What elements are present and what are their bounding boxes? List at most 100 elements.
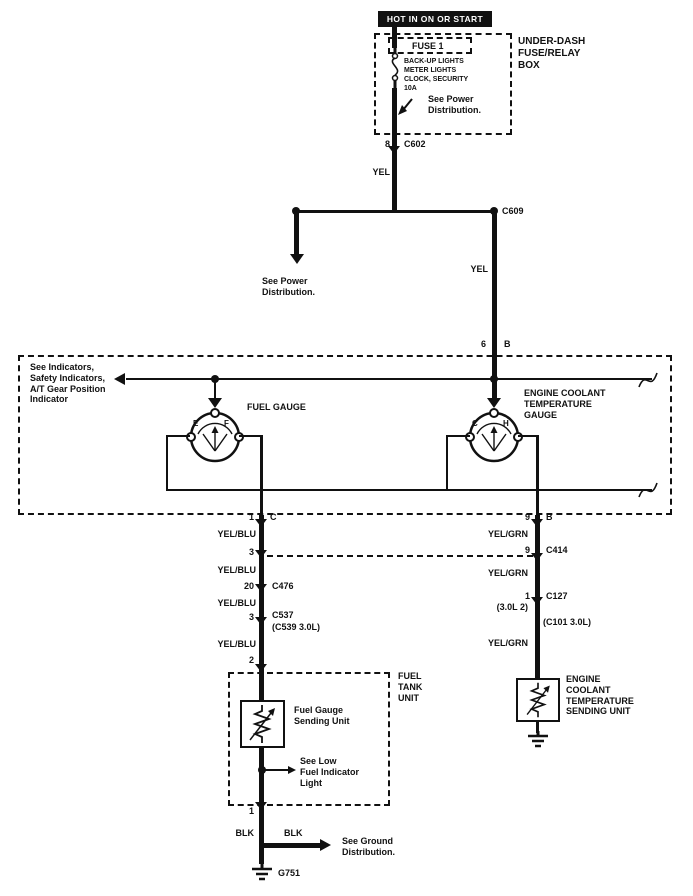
connector-icon <box>255 584 267 592</box>
fuel-gauge-f-label: F <box>224 419 229 428</box>
connector-icon <box>255 519 267 527</box>
pin-6-label: 6 <box>480 339 486 349</box>
fuel-gauge-title: FUEL GAUGE <box>247 402 306 412</box>
connector-c127-label: C127 <box>546 591 568 601</box>
connector-icon <box>255 550 267 558</box>
connector-c414-label: C414 <box>546 545 568 555</box>
hot-banner-label: HOT IN ON OR START <box>386 14 484 24</box>
coolant-30l-note: (3.0L 2) <box>496 602 528 612</box>
fuel-gauge-e-label: E <box>193 419 199 428</box>
tank-pin-1-label: 1 <box>248 806 254 816</box>
wire-color-yelblu-label: YEL/BLU <box>217 598 256 608</box>
wire-color-yelgrn-label: YEL/GRN <box>487 638 528 648</box>
fuse-name-label: FUSE 1 <box>412 41 444 51</box>
wire-color-yelblu-label: YEL/BLU <box>217 639 256 649</box>
connector-c539-note: (C539 3.0L) <box>272 622 321 632</box>
ground-icon <box>252 862 272 881</box>
cluster-feed-bus <box>126 378 652 380</box>
fuel-pin-c-label: C <box>270 512 277 522</box>
coolant-ground-stub <box>536 722 539 733</box>
coolant-gauge-output-drop <box>536 435 539 515</box>
fuel-gauge-left-drop <box>166 435 168 491</box>
connector-c537-label: C537 <box>272 610 294 620</box>
connector-c602-label: C602 <box>404 139 426 149</box>
wire-c609-to-gauges <box>492 210 497 402</box>
fuel-gauge-left-stub <box>166 435 190 437</box>
wire-color-blk-label: BLK <box>235 828 255 838</box>
coolant-pin-b-label: B <box>546 512 553 522</box>
wire-color-yel-label: YEL <box>470 264 488 274</box>
arrow-down-icon <box>487 398 501 408</box>
instrument-cluster-outline <box>18 355 672 515</box>
variable-resistor-icon <box>249 705 275 743</box>
connector-icon <box>531 519 543 527</box>
low-fuel-stub <box>262 769 288 771</box>
connector-icon <box>531 553 543 561</box>
wire-c609-bus <box>296 210 496 213</box>
wire-color-yelgrn-label: YEL/GRN <box>487 568 528 578</box>
fuel-sending-unit-label: Fuel Gauge Sending Unit <box>294 705 350 726</box>
coolant-pin-1-label: 1 <box>524 591 530 601</box>
wire-bus-to-fuel-gauge <box>214 379 216 401</box>
wire-color-yel-label: YEL <box>372 167 390 177</box>
wire-into-tank-unit <box>259 672 264 700</box>
connector-icon <box>388 146 400 154</box>
coolant-gauge-left-stub <box>446 435 470 437</box>
junction-dot <box>211 375 219 383</box>
connector-icon <box>531 597 543 605</box>
ground-icon <box>528 731 548 748</box>
connector-c101-note: (C101 3.0L) <box>543 617 592 627</box>
arrow-down-icon <box>208 398 222 408</box>
see-low-fuel-note: See Low Fuel Indicator Light <box>300 756 360 788</box>
connector-c609-label: C609 <box>502 206 524 216</box>
gauge-return-bus <box>166 489 652 491</box>
fuel-gauge-icon <box>186 408 244 463</box>
hot-in-on-start-banner: HOT IN ON OR START <box>378 11 492 27</box>
coolant-pin-9-c414-label: 9 <box>524 545 530 555</box>
fuel-pin-3-c414-label: 3 <box>248 547 254 557</box>
coolant-gauge-c-label: C <box>472 419 478 428</box>
coolant-sending-unit-label: ENGINE COOLANT TEMPERATURE SENDING UNIT <box>566 674 634 717</box>
fuse-circuits-label: BACK-UP LIGHTS METER LIGHTS CLOCK, SECUR… <box>404 58 469 93</box>
see-power-note-branch: See Power Distribution. <box>262 276 315 297</box>
see-power-note-fusebox: See Power Distribution. <box>428 94 481 115</box>
connector-c414-tie-line <box>267 555 533 557</box>
arrow-right-icon <box>320 839 331 851</box>
coolant-gauge-left-drop <box>446 435 448 491</box>
coolant-pin-9-label: 9 <box>524 512 530 522</box>
coolant-gauge-output-stub <box>518 435 538 437</box>
coolant-gauge-h-label: H <box>503 419 509 428</box>
see-ground-note: See Ground Distribution. <box>342 836 395 857</box>
wire-fuel-sender <box>259 515 264 672</box>
fuel-gauge-output-stub <box>239 435 263 437</box>
connector-icon <box>255 664 267 672</box>
fuel-pin-3-c537-label: 3 <box>248 612 254 622</box>
arrow-down-left-icon <box>398 98 413 115</box>
break-squiggle-icon <box>638 372 658 388</box>
fuel-pin-1-label: 1 <box>248 512 254 522</box>
junction-dot <box>490 375 498 383</box>
arrow-left-icon <box>114 373 125 385</box>
fuse-box-title: UNDER-DASH FUSE/RELAY BOX <box>518 36 586 71</box>
fuel-tank-unit-title: FUEL TANK UNIT <box>398 671 423 703</box>
fuse-icon <box>391 46 399 88</box>
wire-color-yelblu-label: YEL/BLU <box>217 565 256 575</box>
wire-coolant-sender <box>535 515 540 678</box>
fuse1-outline <box>388 37 472 54</box>
wire-ground-branch <box>262 843 320 848</box>
pin-b-label: B <box>504 339 511 349</box>
see-indicators-note: See Indicators, Safety Indicators, A/T G… <box>30 362 106 405</box>
thermistor-icon <box>526 682 550 718</box>
fuel-pin-20-label: 20 <box>243 581 254 591</box>
pin-8-label: 8 <box>384 139 390 149</box>
break-squiggle-icon <box>638 482 658 498</box>
wire-color-blk-label: BLK <box>284 828 303 838</box>
arrow-right-icon <box>288 766 296 774</box>
wire-power-branch <box>294 210 299 256</box>
coolant-gauge-icon <box>465 408 523 463</box>
wire-color-yelgrn-label: YEL/GRN <box>487 529 528 539</box>
connector-icon <box>255 802 267 810</box>
coolant-gauge-title: ENGINE COOLANT TEMPERATURE GAUGE <box>524 388 606 420</box>
fuse-relay-box-outline <box>374 33 512 135</box>
